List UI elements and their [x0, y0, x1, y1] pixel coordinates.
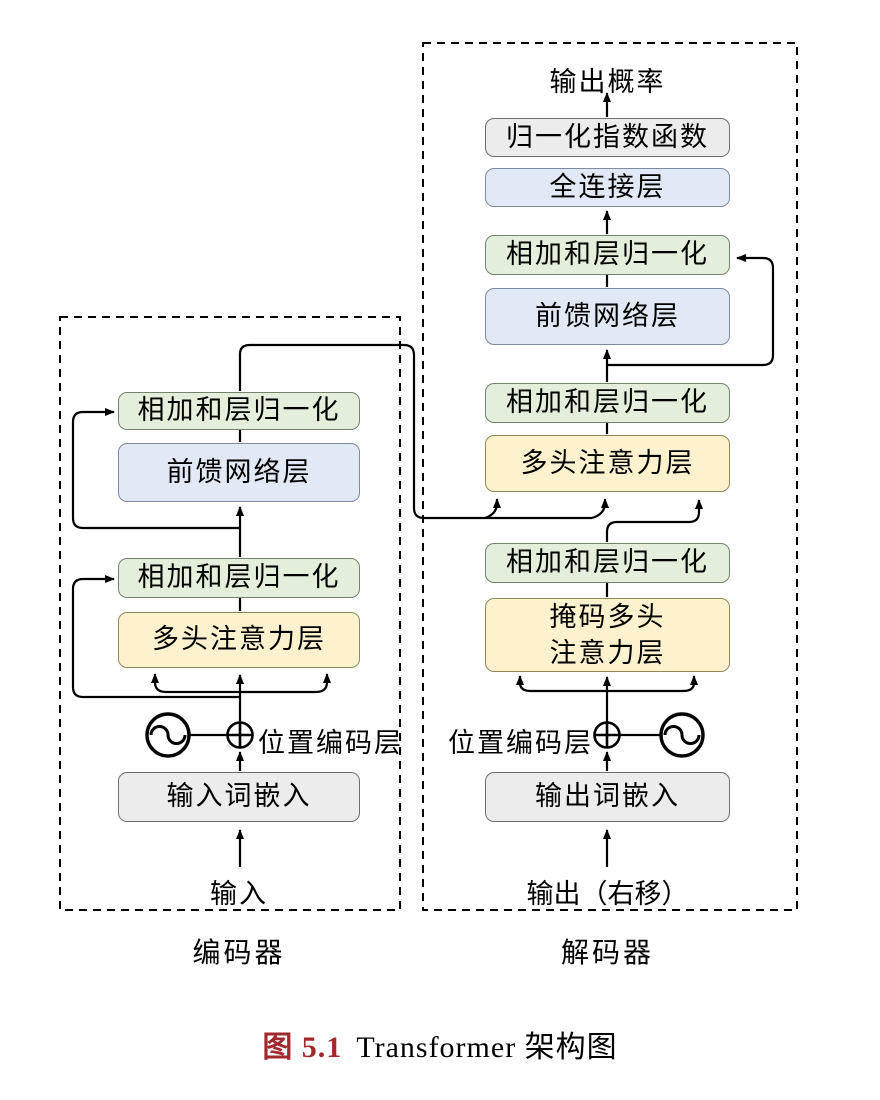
- decoder-region-label: 解码器: [560, 938, 654, 969]
- encoder-ffn-box: 前馈网络层: [118, 443, 360, 502]
- decoder-softmax-box: 归一化指数函数: [485, 118, 730, 157]
- decoder-dashed-border: [422, 42, 798, 911]
- decoder-add-norm-box-top: 相加和层归一化: [485, 235, 730, 275]
- decoder-residual-ffn: [607, 254, 775, 367]
- decoder-cross-attention-key-arrow: [591, 498, 609, 520]
- decoder-positional-encoding-label: 位置编码层: [448, 728, 593, 758]
- decoder-output-probability-label: 输出概率: [549, 67, 666, 97]
- figure-number: 图 5.1: [262, 1031, 343, 1064]
- encoder-positional-encoding-label: 位置编码层: [258, 728, 403, 758]
- encoder-multihead-attention-box: 多头注意力层: [118, 612, 360, 668]
- decoder-cross-attention-value-arrow: [484, 498, 501, 520]
- decoder-add-norm-box-middle: 相加和层归一化: [485, 383, 730, 423]
- decoder-fully-connected-box: 全连接层: [485, 168, 730, 207]
- encoder-dashed-border: [59, 316, 401, 911]
- decoder-multihead-attention-box: 多头注意力层: [485, 435, 730, 492]
- encoder-input-embedding-box: 输入词嵌入: [118, 772, 360, 822]
- masked-attention-line-1: 掩码多头: [549, 602, 666, 632]
- decoder-add-norm-box-bottom: 相加和层归一化: [485, 543, 730, 583]
- encoder-input-label: 输入: [210, 879, 268, 909]
- figure-caption: 图 5.1 Transformer 架构图: [0, 1022, 880, 1066]
- masked-attention-line-2: 注意力层: [549, 638, 666, 668]
- encoder-add-norm-box-top: 相加和层归一化: [118, 392, 360, 430]
- encoder-residual-attention: [71, 575, 240, 699]
- encoder-qkv-bracket: [151, 673, 331, 694]
- encoder-add-norm-box-bottom: 相加和层归一化: [118, 558, 360, 598]
- decoder-add-icon: [593, 721, 621, 749]
- decoder-masked-qkv-bracket: [516, 675, 698, 693]
- decoder-input-label: 输出（右移）: [526, 879, 689, 909]
- decoder-query-arrow: [605, 499, 703, 542]
- encoder-positional-encoding-icon: [145, 712, 191, 758]
- encoder-region-label: 编码器: [192, 938, 286, 969]
- decoder-masked-multihead-attention-box: 掩码多头 注意力层: [485, 598, 730, 672]
- encoder-residual-ffn: [71, 408, 240, 530]
- encoder-to-decoder-line: [238, 343, 592, 520]
- figure-title: Transformer 架构图: [356, 1031, 618, 1064]
- decoder-output-embedding-box: 输出词嵌入: [485, 772, 730, 822]
- decoder-positional-encoding-icon: [659, 712, 705, 758]
- decoder-ffn-box: 前馈网络层: [485, 288, 730, 345]
- encoder-add-icon: [226, 721, 254, 749]
